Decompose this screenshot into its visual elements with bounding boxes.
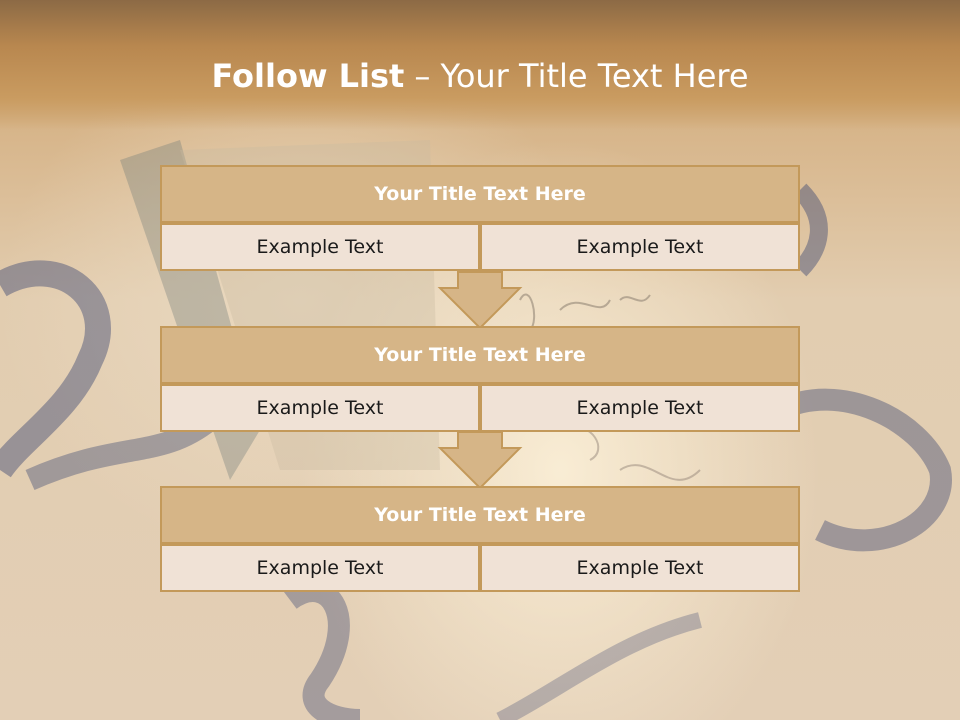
step-title: Your Title Text Here (160, 326, 800, 384)
down-arrow-icon (437, 271, 523, 330)
step-block-1: Your Title Text Here Example Text Exampl… (160, 165, 800, 271)
slide-title: Follow List– Your Title Text Here (0, 52, 960, 100)
step-cell-right: Example Text (480, 384, 800, 432)
step-block-2: Your Title Text Here Example Text Exampl… (160, 326, 800, 432)
title-band (0, 0, 960, 130)
step-block-3: Your Title Text Here Example Text Exampl… (160, 486, 800, 592)
step-cell-left: Example Text (160, 384, 480, 432)
slide-title-rest: – Your Title Text Here (414, 57, 749, 95)
down-arrow-icon (437, 431, 523, 490)
step-cell-left: Example Text (160, 223, 480, 271)
step-cell-right: Example Text (480, 544, 800, 592)
step-cell-right: Example Text (480, 223, 800, 271)
step-title: Your Title Text Here (160, 486, 800, 544)
step-title: Your Title Text Here (160, 165, 800, 223)
slide-title-bold: Follow List (211, 57, 405, 95)
step-cell-left: Example Text (160, 544, 480, 592)
